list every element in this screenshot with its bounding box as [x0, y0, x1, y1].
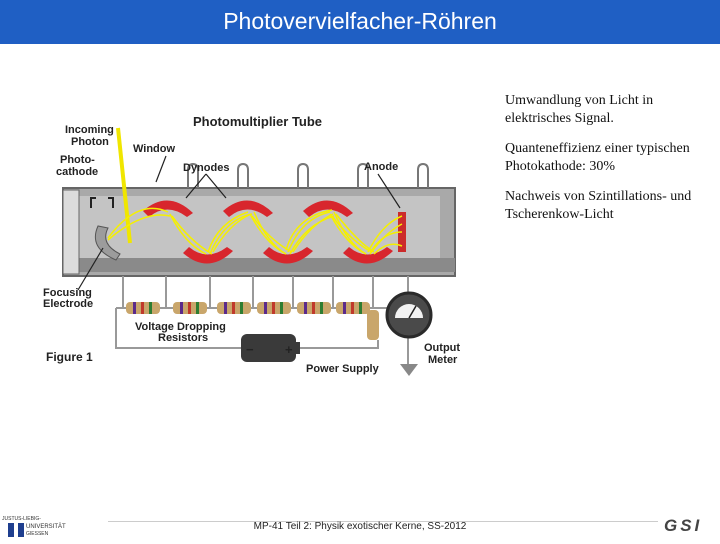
photocathode-bracket — [90, 197, 114, 208]
battery-tip — [296, 342, 300, 354]
ground-symbol — [400, 364, 418, 376]
label-dynodes: Dynodes — [183, 162, 229, 174]
dynode-bottom-1 — [183, 247, 233, 264]
battery-plus: + — [285, 342, 293, 357]
label-meter-2: Meter — [428, 354, 458, 366]
meter-needle — [408, 305, 417, 319]
dynode-bottom-3 — [343, 247, 393, 264]
label-photocathode-1: Photo- — [60, 154, 95, 166]
university-logo-graphic: JUSTUS-LIEBIG- UNIVERSITÄT GIESSEN — [2, 516, 66, 537]
label-incoming-photon-2: Photon — [71, 136, 109, 148]
label-window: Window — [133, 143, 175, 155]
meter-dial — [395, 304, 423, 318]
top-pins — [187, 162, 429, 188]
label-focusing-1: Focusing — [43, 287, 92, 299]
resistor — [367, 310, 379, 340]
focusing-electrode — [94, 225, 121, 261]
university-name-2: UNIVERSITÄT — [26, 523, 66, 530]
dynode-bottom-2 — [263, 247, 313, 264]
window — [62, 189, 80, 275]
dynode-leads — [122, 276, 409, 308]
power-supply-battery — [241, 334, 296, 362]
title-bar: Photovervielfacher-Röhren — [0, 0, 720, 44]
label-resistors-2: Resistors — [158, 332, 208, 344]
university-name-1: JUSTUS-LIEBIG- — [2, 516, 41, 522]
label-resistors-1: Voltage Dropping — [135, 321, 226, 333]
resistor-bands — [133, 302, 362, 314]
footer-course: MP-41 Teil 2: Physik exotischer Kerne, S… — [253, 521, 467, 532]
university-logo: JUSTUS-LIEBIG- UNIVERSITÄT GIESSEN — [2, 515, 102, 539]
dynode-top-3 — [303, 200, 353, 217]
page-title: Photovervielfacher-Röhren — [223, 8, 497, 34]
dynode-top-2 — [223, 200, 273, 217]
bullet-quantum-efficiency: Quanteneffizienz einer typischen Photoka… — [505, 141, 690, 174]
dynodes — [143, 200, 393, 264]
bullet-conversion: Umwandlung von Licht in elektrisches Sig… — [505, 93, 654, 126]
label-pointers — [77, 155, 401, 291]
battery-minus: − — [246, 342, 254, 357]
power-wire — [115, 308, 379, 349]
gsi-logo: GSI — [664, 516, 703, 535]
label-anode: Anode — [364, 161, 398, 173]
incoming-photon-ray — [116, 127, 132, 244]
label-incoming-photon-1: Incoming — [65, 124, 114, 136]
bullet-list: Umwandlung von Licht in elektrisches Sig… — [505, 92, 710, 236]
footer-divider — [108, 521, 658, 522]
label-figure: Figure 1 — [46, 350, 93, 364]
label-meter-1: Output — [424, 342, 460, 354]
pmt-diagram: − + Photomultiplier Tube Incoming Photon… — [43, 114, 460, 376]
electron-paths — [107, 207, 403, 255]
label-photocathode-2: cathode — [56, 166, 98, 178]
bullet-detection: Nachweis von Szintillations- und Tschere… — [505, 189, 692, 222]
university-name-3: GIESSEN — [26, 531, 49, 537]
label-focusing-2: Electrode — [43, 298, 93, 310]
tube-bottom-band — [63, 258, 455, 272]
dynode-top-1 — [143, 200, 193, 217]
label-power-supply: Power Supply — [306, 363, 380, 375]
diagram-title: Photomultiplier Tube — [193, 114, 322, 129]
